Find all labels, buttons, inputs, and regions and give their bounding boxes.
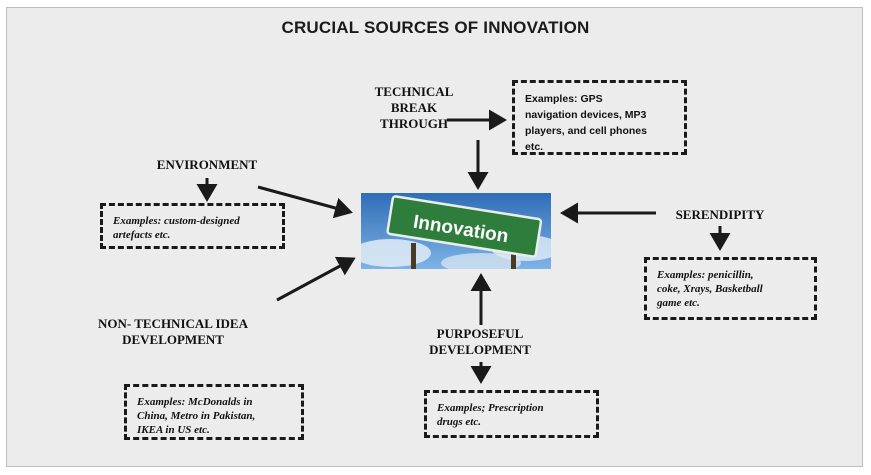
- diagram-title: CRUCIAL SOURCES OF INNOVATION: [281, 18, 590, 37]
- technical-label: TECHNICAL BREAK THROUGH: [374, 84, 454, 131]
- serendipity-label: SERENDIPITY: [675, 207, 765, 222]
- purposeful-label: PURPOSEFUL DEVELOPMENT: [429, 326, 531, 357]
- purposeful-examples-box: Examples; Prescription drugs etc.: [424, 390, 599, 438]
- innovation-sign-image: Innovation: [361, 193, 551, 269]
- nontechnical-label: NON- TECHNICAL IDEA DEVELOPMENT: [97, 316, 248, 347]
- serendipity-examples-box: Examples: penicillin, coke, Xrays, Baske…: [644, 257, 817, 320]
- environment-examples-box: Examples: custom-designed artefacts etc.: [100, 203, 285, 249]
- nontechnical-examples-box: Examples: McDonalds in China, Metro in P…: [124, 384, 304, 440]
- technical-examples-box: Examples: GPS navigation devices, MP3 pl…: [512, 80, 687, 155]
- arrow-nontechnical-to-center: [276, 256, 356, 302]
- environment-label: ENVIRONMENT: [156, 157, 258, 172]
- arrow-environment-to-center: [257, 185, 353, 219]
